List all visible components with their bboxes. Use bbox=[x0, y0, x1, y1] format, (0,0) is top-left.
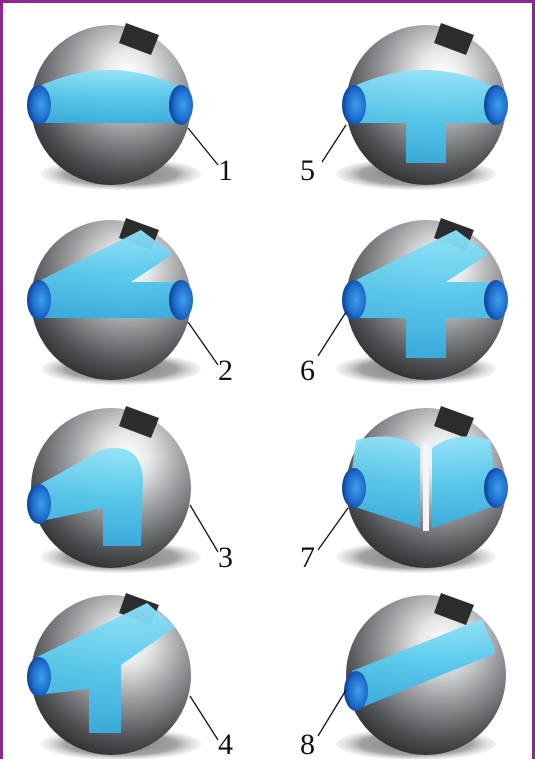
valve-1-channel bbox=[37, 70, 179, 123]
label-7: 7 bbox=[300, 541, 315, 574]
valve-5 bbox=[336, 23, 508, 190]
valve-8 bbox=[336, 593, 506, 759]
label-1: 1 bbox=[218, 154, 233, 187]
label-4: 4 bbox=[218, 728, 233, 761]
valve-4 bbox=[27, 593, 201, 759]
valve-7 bbox=[336, 406, 508, 573]
valve-6 bbox=[336, 218, 508, 385]
valve-1-port-left bbox=[27, 85, 51, 125]
label-5: 5 bbox=[300, 154, 315, 187]
valve-1 bbox=[27, 23, 201, 190]
valve-1-port-right bbox=[169, 85, 193, 125]
valve-3 bbox=[27, 406, 201, 573]
label-2: 2 bbox=[218, 354, 233, 387]
label-3: 3 bbox=[218, 541, 233, 574]
valve-1-leader bbox=[187, 127, 219, 166]
valve-1-stem-slot bbox=[119, 23, 159, 55]
label-6: 6 bbox=[300, 354, 315, 387]
label-8: 8 bbox=[300, 728, 315, 761]
valve-2 bbox=[27, 218, 201, 385]
